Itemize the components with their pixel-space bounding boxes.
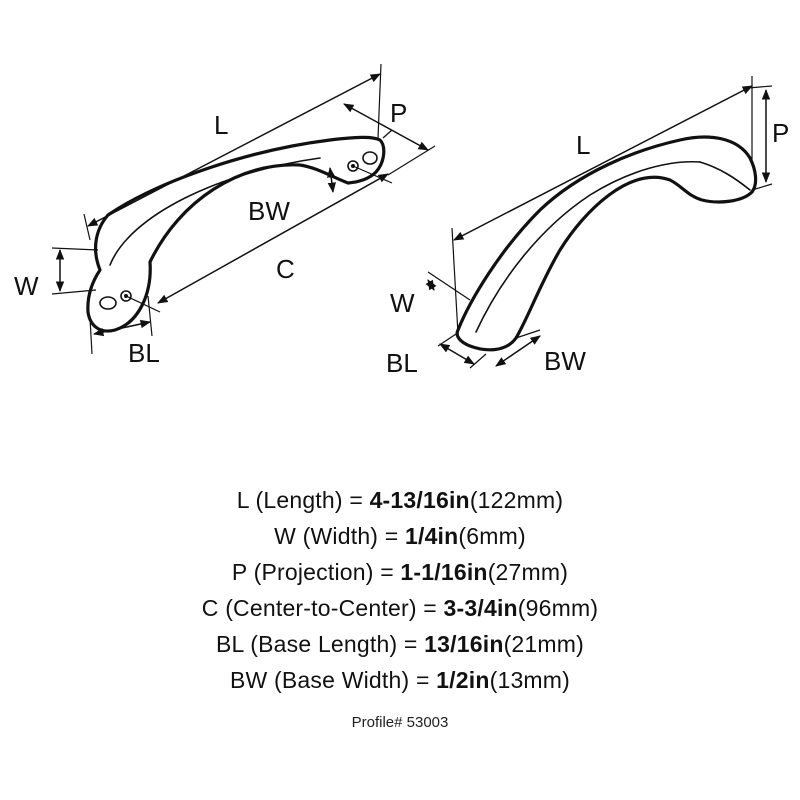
spec-imperial: 1/4in (404, 523, 459, 549)
spec-imperial: 4-13/16in (369, 487, 470, 513)
spec-width: W (Width) = 1/4in(6mm) (0, 518, 800, 554)
spec-center-to-center: C (Center-to-Center) = 3-3/4in(96mm) (0, 590, 800, 626)
spec-name: (Center-to-Center) = (225, 595, 444, 621)
spec-imperial: 13/16in (424, 631, 504, 657)
spec-name: (Length) = (255, 487, 370, 513)
left-L-label: L (214, 110, 228, 140)
right-W-label: W (390, 288, 415, 318)
spec-imperial: 1-1/16in (400, 559, 488, 585)
left-C-label: C (276, 254, 295, 284)
spec-metric: (13mm) (489, 667, 571, 693)
spec-code: BL (215, 631, 244, 657)
left-BL-dimline (92, 319, 152, 337)
spec-metric: (27mm) (487, 559, 569, 585)
spec-length: L (Length) = 4-13/16in(122mm) (0, 482, 800, 518)
right-BL-dimline (439, 343, 475, 365)
spec-base-width: BW (Base Width) = 1/2in(13mm) (0, 662, 800, 698)
spec-code: BW (229, 667, 268, 693)
spec-name: (Width) = (302, 523, 405, 549)
right-P-label: P (772, 118, 789, 148)
left-BL-label: BL (128, 338, 160, 368)
spec-metric: (122mm) (469, 487, 564, 513)
spec-projection: P (Projection) = 1-1/16in(27mm) (0, 554, 800, 590)
specification-list: L (Length) = 4-13/16in(122mm) W (Width) … (0, 482, 800, 698)
spec-code: C (201, 595, 219, 621)
left-P-dimline (343, 103, 429, 151)
right-BL-label: BL (386, 348, 418, 378)
spec-code: P (231, 559, 248, 585)
right-BW-dimline (495, 335, 541, 367)
spec-name: (Projection) = (253, 559, 401, 585)
left-L-dimline (87, 73, 381, 227)
spec-code: L (236, 487, 249, 513)
spec-metric: (96mm) (517, 595, 599, 621)
handle-top-view: L P W BW C BL (14, 63, 436, 368)
spec-name: (Base Width) = (274, 667, 437, 693)
right-W-dimline (425, 279, 437, 291)
dimension-drawing: L P W BW C BL L (14, 63, 789, 378)
spec-base-length: BL (Base Length) = 13/16in(21mm) (0, 626, 800, 662)
spec-imperial: 1/2in (436, 667, 490, 693)
handle-side-body (455, 135, 758, 352)
spec-code: W (274, 523, 297, 549)
right-L-label: L (576, 130, 590, 160)
spec-name: (Base Length) = (250, 631, 425, 657)
left-BW-label: BW (248, 196, 290, 226)
spec-metric: (6mm) (458, 523, 526, 549)
left-base-hole (99, 296, 117, 310)
right-BW-label: BW (544, 346, 586, 376)
profile-number: Profile# 53003 (351, 714, 449, 731)
right-L-dimline (453, 85, 753, 241)
spec-metric: (21mm) (503, 631, 584, 657)
handle-side-view: L P W BL BW (386, 76, 789, 378)
left-C-dimline (157, 173, 389, 304)
left-P-label: P (390, 98, 407, 128)
left-W-label: W (14, 271, 39, 301)
left-base-screw (120, 290, 132, 302)
spec-imperial: 3-3/4in (443, 595, 518, 621)
